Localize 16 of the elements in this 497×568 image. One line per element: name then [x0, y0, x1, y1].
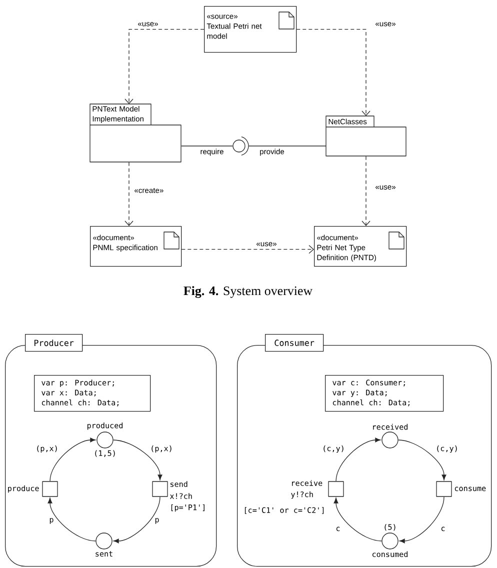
- node-label: Producer: [34, 340, 74, 346]
- arrow: [48, 498, 96, 542]
- arrow: [50, 438, 96, 482]
- arrow: [399, 496, 444, 544]
- node-label: Consumer: [274, 340, 314, 346]
- dashed-arrow: [362, 156, 370, 226]
- arrow: [113, 496, 160, 544]
- arrow: [334, 498, 382, 542]
- dashed-arrow: [124, 162, 134, 226]
- arrow: [113, 440, 162, 480]
- figure-caption: Fig. 4. System overview: [184, 286, 313, 298]
- dashed-arrow: [181, 245, 314, 254]
- arrow: [398, 440, 446, 480]
- dashed-arrow: [124, 29, 204, 104]
- arrow: [336, 438, 381, 482]
- dashed-arrow: [296, 29, 370, 116]
